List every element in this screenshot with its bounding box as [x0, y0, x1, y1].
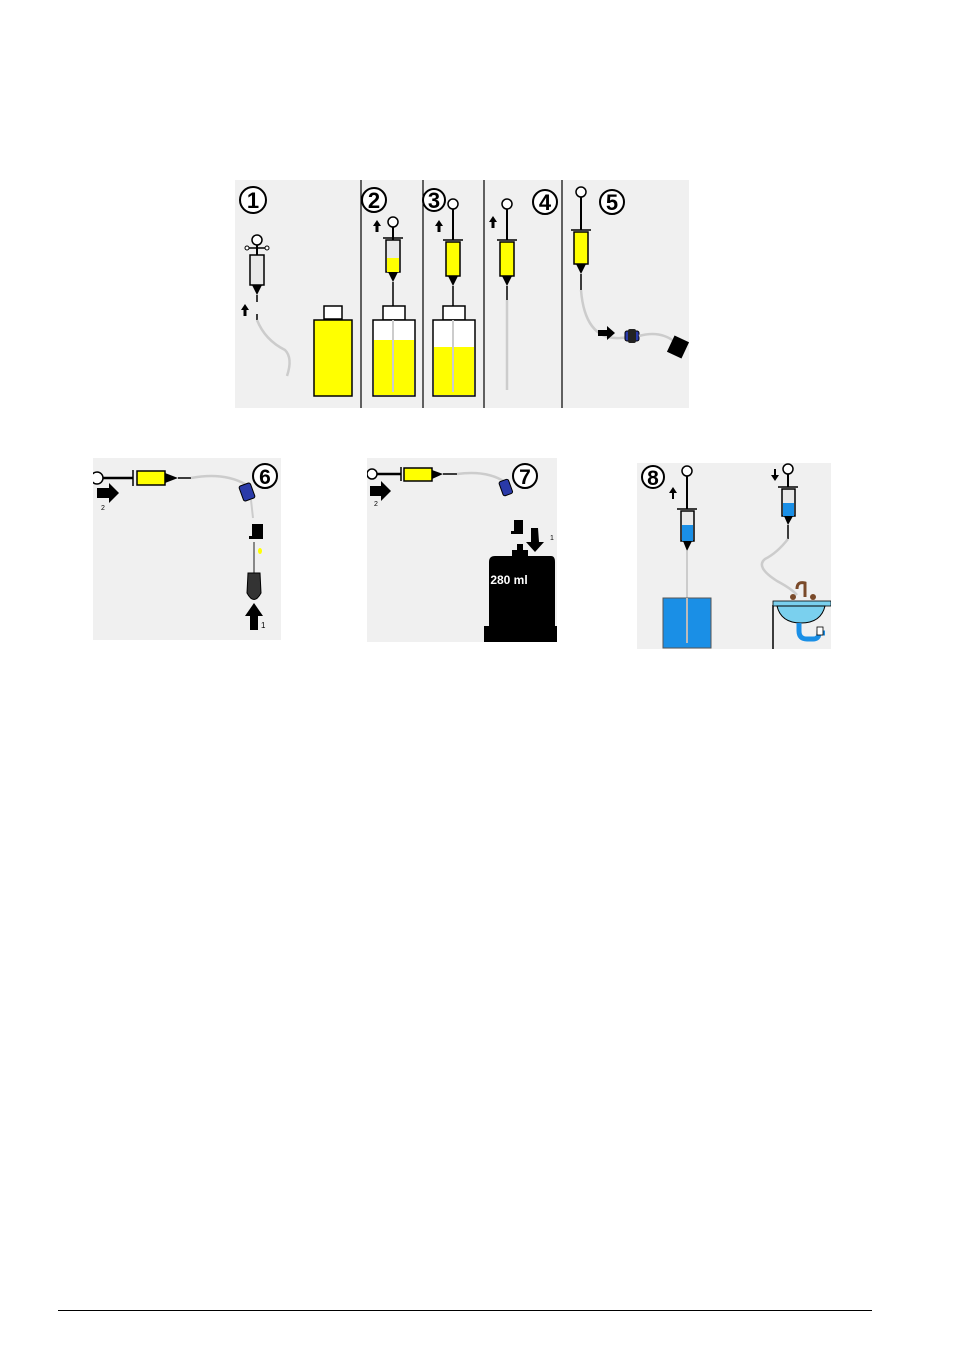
arrow-label-1: 1: [550, 535, 554, 542]
footer-rule: [58, 1310, 872, 1311]
cartridge-label: 280 ml: [490, 573, 527, 587]
step-number: 7: [519, 466, 531, 489]
step-number: 2: [368, 188, 380, 213]
step-number: 4: [539, 190, 552, 215]
arrow-label-2: 2: [374, 501, 378, 508]
step-8-figure: 8: [637, 463, 831, 649]
step-number: 6: [259, 466, 271, 489]
step-7-figure: 2 1 280 ml 7: [367, 458, 557, 642]
top-steps-figure: 1 2 3: [235, 180, 689, 408]
step-number: 8: [647, 467, 659, 490]
step-number: 1: [247, 188, 259, 213]
step-number: 3: [428, 188, 440, 213]
step-6-figure: 2 1 6: [93, 458, 281, 640]
step-number: 5: [606, 190, 618, 215]
arrow-label-2: 2: [101, 505, 105, 512]
arrow-label-1: 1: [261, 621, 266, 630]
